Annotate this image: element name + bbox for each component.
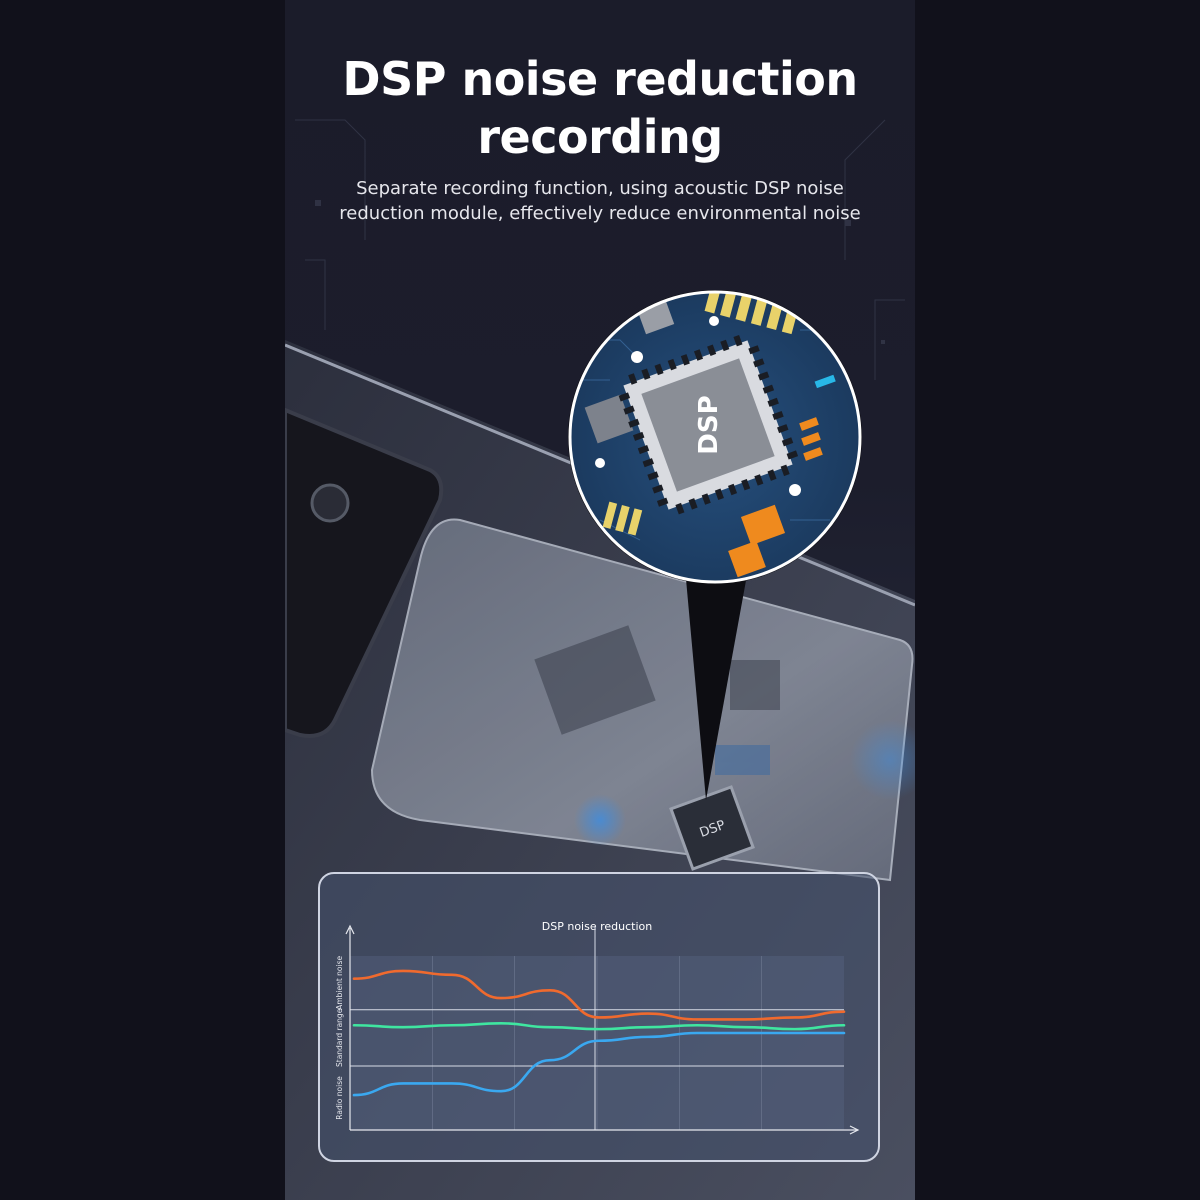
magnifier-pointer [685,568,747,800]
series-line [352,1021,846,1031]
chart-series [352,969,846,1097]
noise-chart: DSP noise reduction Ambient noiseStandar… [335,920,860,1135]
dsp-chip-small: DSP [669,785,755,871]
subtitle-line-1: Separate recording function, using acous… [356,178,844,199]
series-line [352,1031,846,1097]
left-background-band [0,0,285,1200]
page-subtitle: Separate recording function, using acous… [0,176,1200,226]
dsp-chip-large: DSP [618,334,799,515]
internal-pcb [534,625,780,775]
magnifier: DSP [568,290,862,584]
x-axis-arrow-icon [849,1125,860,1135]
band-label: Ambient noise [335,956,344,1010]
title-line-2: recording [477,110,723,164]
chart-grid [350,926,844,1130]
chart-axes [345,924,860,1135]
dsp-chip-large-label: DSP [694,395,724,454]
y-axis-arrow-icon [345,924,355,935]
band-label: Radio noise [335,1076,344,1120]
subtitle-line-2: reduction module, effectively reduce env… [339,203,861,224]
right-background-band [915,0,1200,1200]
band-label: Standard range [335,1008,344,1067]
page-title: DSP noise reduction recording [0,50,1200,166]
chart-title: DSP noise reduction [542,920,652,933]
series-line [352,969,846,1021]
title-line-1: DSP noise reduction [342,52,858,106]
camera-lens-icon [310,483,350,523]
